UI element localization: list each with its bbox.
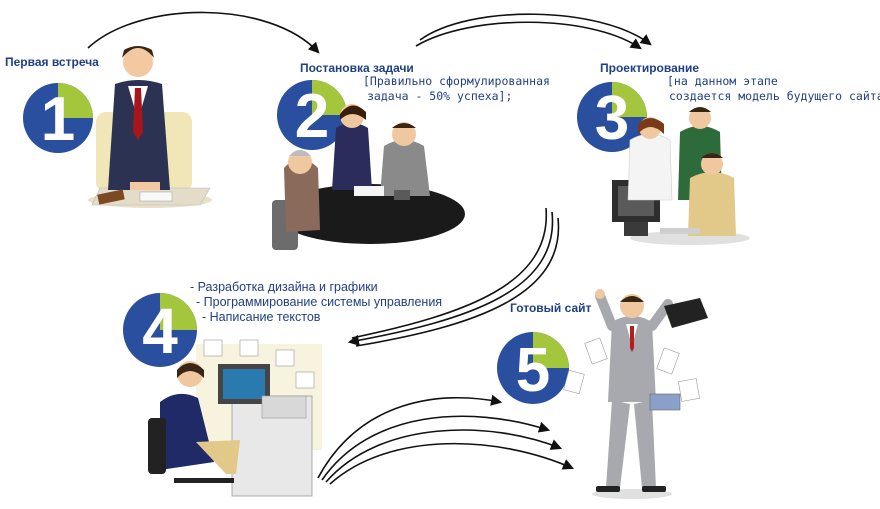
step-2-title: Постановка задачи xyxy=(300,61,414,75)
scene-development xyxy=(148,339,322,497)
arrow-4-to-5-b xyxy=(321,415,551,481)
step-3-note-line2: создается модель будущего сайта]; xyxy=(669,89,880,103)
flow-arrows xyxy=(87,11,652,485)
svg-text:3: 3 xyxy=(595,84,629,153)
arrow-4-to-5-d xyxy=(329,442,575,485)
number-3-icon: 3 xyxy=(577,82,647,153)
arrow-2-to-3-a xyxy=(419,13,652,46)
arrow-3-to-4-c xyxy=(351,207,547,339)
step-3-note-line1: [на данном этапе xyxy=(667,74,778,88)
scene-design xyxy=(612,107,750,245)
step-5-title: Готовый сайт xyxy=(510,301,592,315)
arrow-4-to-5-a xyxy=(317,394,503,479)
svg-text:2: 2 xyxy=(295,82,329,151)
scene-first-meeting xyxy=(88,46,212,208)
arrow-3-to-4-b xyxy=(355,217,560,347)
scene-task-statement xyxy=(272,104,465,250)
number-5-icon: 5 xyxy=(497,332,569,405)
step-1-title: Первая встреча xyxy=(5,55,99,69)
number-4-icon: 4 xyxy=(123,293,197,367)
step-4-bullet-design: - Разработка дизайна и графики xyxy=(190,280,378,294)
step-4-bullet-programming: - Программирование системы управления xyxy=(196,295,443,309)
step-3-title: Проектирование xyxy=(600,61,700,75)
scene-finished-site xyxy=(563,289,708,499)
step-2-note-line1: [Правильно сформулированная xyxy=(363,74,550,88)
step-2-note-line2: задача - 50% успеха]; xyxy=(367,89,513,103)
number-1-icon: 1 xyxy=(23,83,93,154)
arrow-3-to-4-a xyxy=(347,211,554,346)
svg-text:5: 5 xyxy=(516,336,550,405)
number-2-icon: 2 xyxy=(277,80,347,151)
svg-text:4: 4 xyxy=(142,295,178,367)
arrow-2-to-3-b xyxy=(415,21,642,50)
step-4-bullet-texts: - Написание текстов xyxy=(202,310,321,324)
arrow-1-to-2 xyxy=(87,11,320,54)
arrow-4-to-5-c xyxy=(325,429,563,483)
svg-text:1: 1 xyxy=(41,85,75,154)
